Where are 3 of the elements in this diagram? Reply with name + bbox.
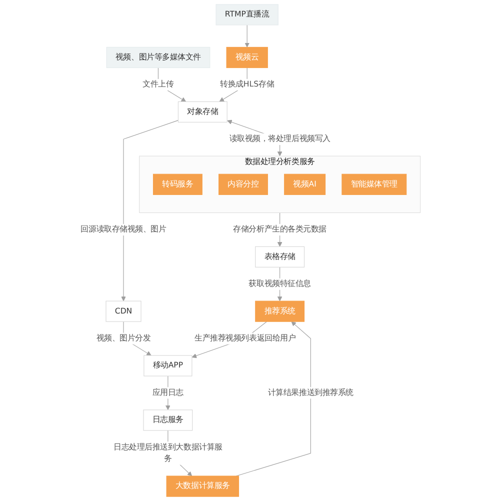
arrow <box>121 120 178 302</box>
arrow <box>244 24 250 48</box>
arrow <box>236 321 311 476</box>
